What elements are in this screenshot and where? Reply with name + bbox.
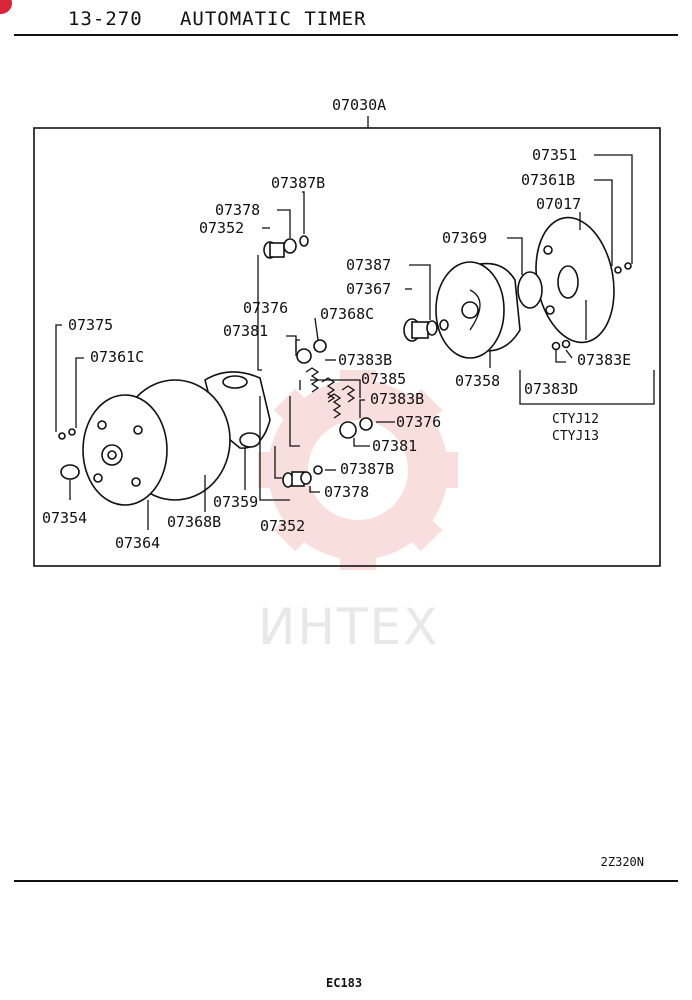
watermark-text: ИНТЕХ bbox=[258, 598, 440, 656]
page-title: AUTOMATIC TIMER bbox=[179, 8, 367, 30]
part-plug-07354 bbox=[60, 464, 80, 480]
label-07361B: 07361B bbox=[521, 171, 575, 189]
model-ctyj13: CTYJ13 bbox=[552, 429, 599, 444]
label-07351: 07351 bbox=[532, 146, 577, 164]
part-holder-07358 bbox=[435, 261, 521, 359]
part-07383B-top bbox=[296, 348, 312, 364]
part-07383E bbox=[561, 339, 571, 349]
part-07368C bbox=[313, 339, 327, 353]
label-07017: 07017 bbox=[536, 195, 581, 213]
label-07368C: 07368C bbox=[320, 305, 374, 323]
part-bottom-cluster bbox=[282, 465, 323, 488]
part-07383D bbox=[551, 341, 561, 351]
label-07383D: 07383D bbox=[524, 380, 578, 398]
label-07383B-b: 07383B bbox=[370, 390, 424, 408]
label-07385: 07385 bbox=[361, 370, 406, 388]
label-07381-top: 07381 bbox=[223, 322, 268, 340]
part-washer-07361B bbox=[624, 262, 632, 270]
part-plate-07017 bbox=[535, 216, 615, 344]
label-07358: 07358 bbox=[455, 372, 500, 390]
assembly-number: 07030A bbox=[332, 96, 386, 114]
part-ring-07369 bbox=[517, 271, 543, 309]
label-07387B-top: 07387B bbox=[271, 174, 325, 192]
footer-rule bbox=[14, 880, 678, 882]
label-07387B-bottom: 07387B bbox=[340, 460, 394, 478]
label-07383B-a: 07383B bbox=[338, 351, 392, 369]
label-07369: 07369 bbox=[442, 229, 487, 247]
part-top-cluster bbox=[263, 235, 309, 259]
part-springs-07385 bbox=[305, 367, 356, 419]
label-07364: 07364 bbox=[115, 534, 160, 552]
label-07367: 07367 bbox=[346, 280, 391, 298]
header-rule bbox=[14, 34, 678, 36]
part-housing-07364 bbox=[82, 379, 231, 506]
label-07378-bottom: 07378 bbox=[324, 483, 369, 501]
corner-badge bbox=[0, 0, 12, 14]
label-07387: 07387 bbox=[346, 256, 391, 274]
label-07352-top: 07352 bbox=[199, 219, 244, 237]
label-07378-top: 07378 bbox=[215, 201, 260, 219]
label-07376-bottom: 07376 bbox=[396, 413, 441, 431]
assembly-frame bbox=[33, 127, 661, 567]
label-07354: 07354 bbox=[42, 509, 87, 527]
label-07381-bottom: 07381 bbox=[372, 437, 417, 455]
leader-lines bbox=[55, 154, 655, 530]
label-07368B: 07368B bbox=[167, 513, 221, 531]
label-07375: 07375 bbox=[68, 316, 113, 334]
page-number: EC183 bbox=[326, 976, 363, 990]
part-screw-07351 bbox=[614, 266, 622, 274]
label-07352-bottom: 07352 bbox=[260, 517, 305, 535]
part-07367-pin bbox=[403, 318, 449, 342]
part-07376-bottom bbox=[359, 417, 373, 431]
label-07359: 07359 bbox=[213, 493, 258, 511]
label-07376-top: 07376 bbox=[243, 299, 288, 317]
part-screw-07375 bbox=[58, 432, 66, 440]
label-07383E: 07383E bbox=[577, 351, 631, 369]
drawing-code: 2Z320N bbox=[600, 855, 644, 869]
model-ctyj12: CTYJ12 bbox=[552, 412, 599, 427]
part-washer-07361C bbox=[68, 428, 76, 436]
section-number: 13-270 bbox=[68, 8, 143, 30]
part-07383B-bottom bbox=[339, 421, 357, 439]
watermark-gear bbox=[258, 370, 458, 570]
page-header: 13-270 AUTOMATIC TIMER bbox=[68, 8, 367, 30]
label-07361C: 07361C bbox=[90, 348, 144, 366]
